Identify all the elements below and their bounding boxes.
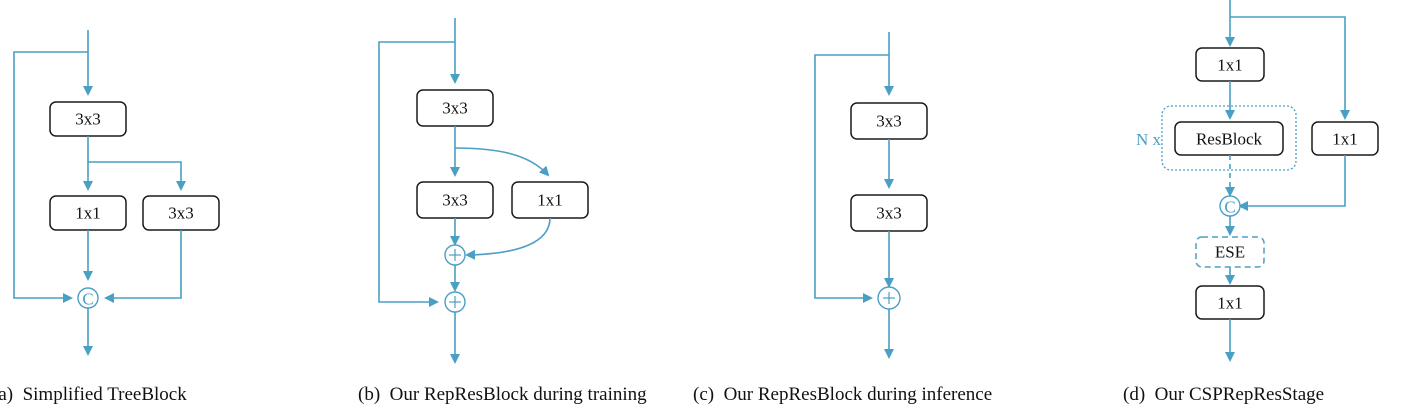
- conv-1x1-a: 1x1: [49, 195, 127, 231]
- conv-3x3-first-c: 3x3: [850, 102, 928, 140]
- arrow-to-side-1x1-d: [1230, 16, 1350, 120]
- caption-d: (d) Our CSPRepResStage: [1123, 384, 1324, 405]
- svg-text:3x3: 3x3: [876, 204, 902, 223]
- concat-node-a: C: [77, 287, 99, 309]
- arrow-to-3x3-right-a: [88, 161, 186, 191]
- svg-text:ResBlock: ResBlock: [1196, 130, 1263, 149]
- conv-3x3-left-b: 3x3: [416, 181, 494, 219]
- conv-1x1-side-d: 1x1: [1311, 121, 1379, 156]
- conv-1x1-out-d: 1x1: [1195, 285, 1265, 320]
- svg-text:3x3: 3x3: [442, 99, 468, 118]
- caption-a: (a) Simplified TreeBlock: [0, 384, 187, 405]
- arrow-to-1x1-b: [454, 147, 550, 177]
- add-node-c: [877, 286, 901, 310]
- concat-icon: C: [1224, 198, 1235, 217]
- plus-icon: [449, 296, 461, 308]
- arrow-skip-b: [378, 41, 455, 307]
- arrow-skip-c: [814, 54, 889, 303]
- arrow-1x1-to-add-b: [465, 217, 551, 260]
- conv-1x1-right-b: 1x1: [511, 181, 589, 219]
- svg-text:3x3: 3x3: [168, 204, 194, 223]
- panel-d: 1x1 N x ResBlock 1x1 C ESE 1x1 (d) O: [1123, 0, 1379, 405]
- svg-text:1x1: 1x1: [75, 204, 101, 223]
- svg-text:1x1: 1x1: [1217, 294, 1243, 313]
- svg-text:1x1: 1x1: [1217, 56, 1243, 75]
- conv-3x3-second-c: 3x3: [850, 194, 928, 232]
- svg-text:3x3: 3x3: [442, 191, 468, 210]
- plus-icon: [449, 249, 461, 261]
- plus-icon: [883, 292, 895, 304]
- arrow-side-to-concat-d: [1238, 155, 1346, 211]
- svg-text:1x1: 1x1: [1332, 130, 1358, 149]
- svg-text:ESE: ESE: [1215, 243, 1245, 262]
- resblock-d: ResBlock: [1174, 121, 1284, 156]
- panel-a: 3x3 1x1 3x3 C (a) Simplified TreeBlock: [0, 30, 220, 405]
- caption-b: (b) Our RepResBlock during training: [358, 384, 647, 405]
- caption-c: (c) Our RepResBlock during inference: [693, 384, 992, 405]
- add-node-outer-b: [444, 291, 466, 313]
- repeat-group-d: [1161, 105, 1297, 171]
- ese-block-d: ESE: [1195, 236, 1265, 268]
- repeat-label-d: N x: [1136, 130, 1162, 149]
- panel-b: 3x3 3x3 1x1 (b) Our RepResBlock du: [358, 18, 647, 405]
- svg-text:1x1: 1x1: [537, 191, 563, 210]
- concat-icon: C: [82, 290, 93, 309]
- concat-node-d: C: [1219, 195, 1241, 217]
- svg-text:3x3: 3x3: [75, 110, 101, 129]
- svg-text:3x3: 3x3: [876, 112, 902, 131]
- arrow-skip-a: [13, 51, 88, 303]
- arrow-3x3-to-concat-a: [104, 230, 182, 303]
- conv-3x3-right-a: 3x3: [142, 195, 220, 231]
- conv-3x3-top-a: 3x3: [49, 101, 127, 137]
- conv-3x3-top-b: 3x3: [416, 89, 494, 127]
- panel-c: 3x3 3x3 (c) Our RepResBlock during infer…: [693, 32, 992, 405]
- add-node-inner-b: [444, 244, 466, 266]
- conv-1x1-in-d: 1x1: [1195, 47, 1265, 82]
